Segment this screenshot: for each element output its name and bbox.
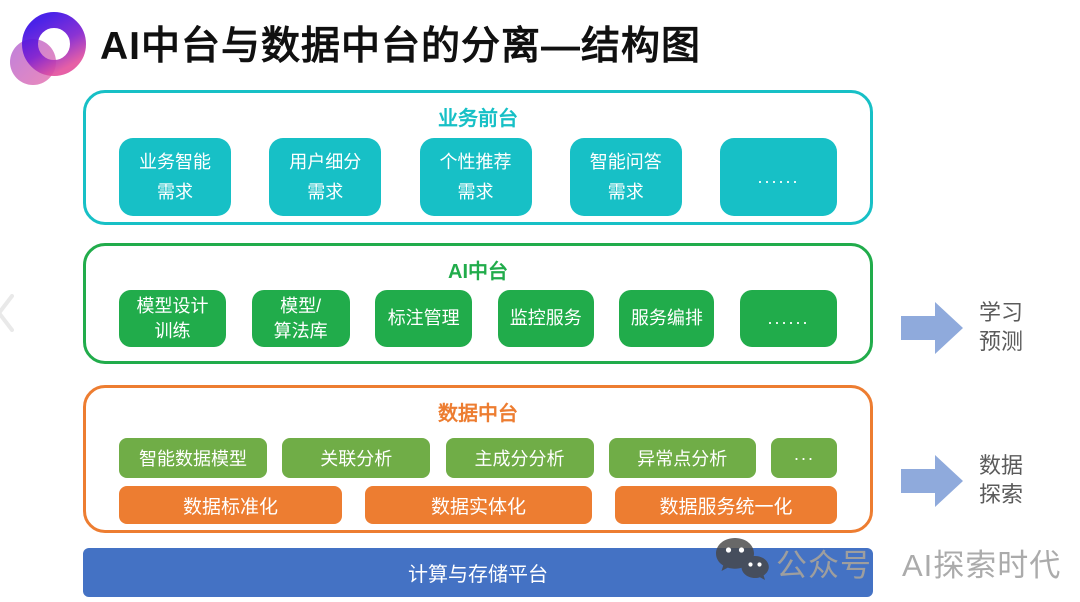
- ai-box: 模型设计 训练: [119, 290, 226, 347]
- frontend-box-row: 业务智能 需求 用户细分 需求 个性推荐 需求 智能问答 需求 ......: [119, 138, 837, 216]
- service-box: 数据服务统一化: [615, 486, 837, 524]
- section-data-middle-platform: 数据中台 智能数据模型 关联分析 主成分分析 异常点分析 ··· 数据标准化 数…: [83, 385, 873, 533]
- ai-box: 服务编排: [619, 290, 715, 347]
- analysis-box: 智能数据模型: [119, 438, 267, 478]
- ai-box-row: 模型设计 训练 模型/ 算法库 标注管理 监控服务 服务编排 ......: [119, 290, 837, 347]
- ai-box: 标注管理: [375, 290, 473, 347]
- frontend-box: 智能问答 需求: [569, 138, 682, 216]
- service-box: 数据标准化: [119, 486, 342, 524]
- watermark-source: 公众号: [776, 547, 872, 583]
- data-service-row: 数据标准化 数据实体化 数据服务统一化: [119, 486, 837, 524]
- analysis-box: 主成分分析: [445, 438, 594, 478]
- chevron-left-icon[interactable]: [0, 293, 16, 333]
- page-title: AI中台与数据中台的分离—结构图: [100, 25, 702, 68]
- frontend-box: 业务智能 需求: [119, 138, 231, 216]
- frontend-box: 用户细分 需求: [269, 138, 382, 216]
- section-business-frontend: 业务前台 业务智能 需求 用户细分 需求 个性推荐 需求 智能问答 需求 ...…: [83, 90, 873, 225]
- section-title: 数据中台: [438, 403, 518, 425]
- ai-box: 监控服务: [497, 290, 594, 347]
- data-arrow-label: 数据 探索: [979, 453, 1024, 507]
- arrow-right-icon: [901, 455, 963, 507]
- section-ai-middle-platform: AI中台 模型设计 训练 模型/ 算法库 标注管理 监控服务 服务编排 ....…: [83, 243, 873, 364]
- analysis-box-more: ···: [771, 438, 837, 478]
- brand-logo-icon: [10, 12, 86, 85]
- frontend-box-more: ......: [720, 138, 837, 216]
- service-box: 数据实体化: [365, 486, 592, 524]
- watermark-name: AI探索时代: [902, 547, 1062, 583]
- section-title: AI中台: [448, 261, 508, 283]
- platform-bar-label: 计算与存储平台: [408, 564, 548, 586]
- analysis-box: 异常点分析: [608, 438, 756, 478]
- arrow-right-icon: [901, 302, 963, 354]
- section-title: 业务前台: [438, 108, 518, 130]
- ai-box-more: ......: [739, 290, 837, 347]
- wechat-icon: [716, 538, 769, 580]
- analysis-box: 关联分析: [282, 438, 431, 478]
- data-analysis-row: 智能数据模型 关联分析 主成分分析 异常点分析 ···: [119, 438, 837, 478]
- ai-box: 模型/ 算法库: [251, 290, 350, 347]
- frontend-box: 个性推荐 需求: [419, 138, 532, 216]
- watermark: 公众号 AI探索时代: [714, 536, 1061, 588]
- ai-arrow-label: 学习 预测: [979, 300, 1024, 354]
